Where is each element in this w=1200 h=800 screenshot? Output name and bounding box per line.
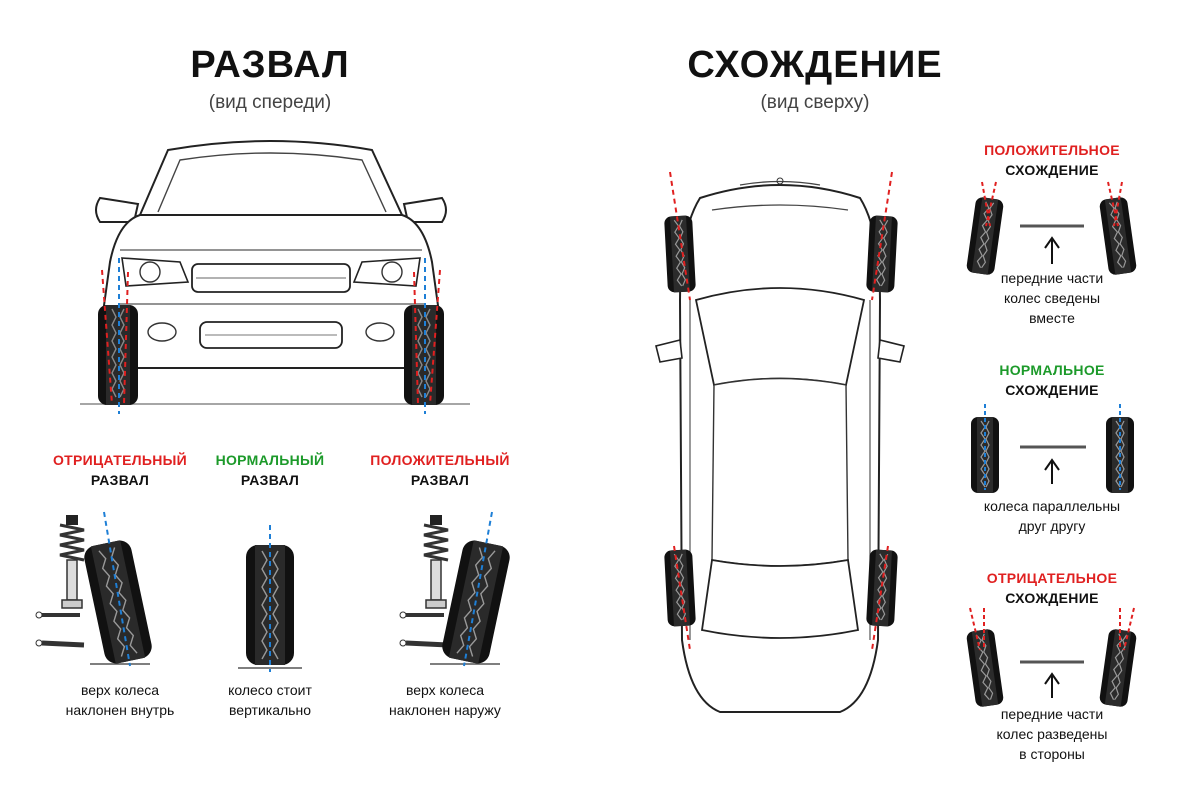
normal-toe-label-line1: НОРМАЛЬНОЕ xyxy=(999,362,1105,378)
positive-toe-label: ПОЛОЖИТЕЛЬНОЕ СХОЖДЕНИЕ xyxy=(962,140,1142,180)
normal-toe-caption-line2: друг другу xyxy=(1018,518,1086,534)
toe-title: СХОЖДЕНИЕ xyxy=(687,44,943,86)
toe-subtitle: (вид сверху) xyxy=(760,92,870,113)
car-top-view xyxy=(655,171,905,713)
negative-toe-caption-line2: колес разведены xyxy=(996,726,1108,742)
negative-toe-caption-line3: в стороны xyxy=(1019,746,1085,762)
camber-subtitle: (вид спереди) xyxy=(208,92,332,113)
negative-camber-label: ОТРИЦАТЕЛЬНЫЙ РАЗВАЛ xyxy=(20,450,220,490)
positive-camber-caption-line1: верх колеса xyxy=(405,682,485,698)
positive-toe-caption-line2: колес сведены xyxy=(1003,290,1101,306)
positive-toe-label-line2: СХОЖДЕНИЕ xyxy=(1005,162,1099,178)
negative-toe-label-line2: СХОЖДЕНИЕ xyxy=(1005,590,1099,606)
normal-camber-caption-line1: колесо стоит xyxy=(228,682,312,698)
camber-title: РАЗВАЛ xyxy=(190,44,350,86)
normal-toe-label: НОРМАЛЬНОЕ СХОЖДЕНИЕ xyxy=(962,360,1142,400)
normal-camber-label-line1: НОРМАЛЬНЫЙ xyxy=(215,452,325,468)
normal-toe-caption-line1: колеса параллельны xyxy=(983,498,1121,514)
normal-toe-caption: колеса параллельны друг другу xyxy=(952,496,1152,536)
positive-toe-caption-line1: передние части xyxy=(1000,270,1104,286)
positive-toe-figure xyxy=(965,181,1138,277)
car-front-view xyxy=(80,140,470,414)
positive-toe-caption-line3: вместе xyxy=(1029,310,1075,326)
normal-toe-figure xyxy=(970,404,1135,494)
normal-toe-label-line2: СХОЖДЕНИЕ xyxy=(1005,382,1099,398)
positive-camber-figure xyxy=(400,511,513,667)
negative-camber-caption-line2: наклонен внутрь xyxy=(65,702,175,718)
negative-camber-caption: верх колеса наклонен внутрь xyxy=(30,680,210,720)
normal-camber-label-line2: РАЗВАЛ xyxy=(240,472,300,488)
negative-camber-figure xyxy=(36,511,155,667)
positive-camber-label: ПОЛОЖИТЕЛЬНЫЙ РАЗВАЛ xyxy=(350,450,530,490)
positive-camber-caption: верх колеса наклонен наружу xyxy=(355,680,535,720)
negative-camber-label-line1: ОТРИЦАТЕЛЬНЫЙ xyxy=(52,452,188,468)
negative-toe-label: ОТРИЦАТЕЛЬНОЕ СХОЖДЕНИЕ xyxy=(962,568,1142,608)
negative-camber-caption-line1: верх колеса xyxy=(80,682,160,698)
normal-camber-caption: колесо стоит вертикально xyxy=(190,680,350,720)
positive-toe-caption: передние части колес сведены вместе xyxy=(962,268,1142,328)
negative-toe-label-line1: ОТРИЦАТЕЛЬНОЕ xyxy=(986,570,1118,586)
negative-toe-caption: передние части колес разведены в стороны xyxy=(962,704,1142,764)
positive-toe-label-line1: ПОЛОЖИТЕЛЬНОЕ xyxy=(984,142,1120,158)
positive-camber-label-line1: ПОЛОЖИТЕЛЬНЫЙ xyxy=(370,452,510,468)
negative-toe-caption-line1: передние части xyxy=(1000,706,1104,722)
normal-camber-caption-line2: вертикально xyxy=(229,702,311,718)
positive-camber-label-line2: РАЗВАЛ xyxy=(410,472,470,488)
negative-toe-figure xyxy=(965,607,1138,709)
normal-camber-label: НОРМАЛЬНЫЙ РАЗВАЛ xyxy=(180,450,360,490)
positive-camber-caption-line2: наклонен наружу xyxy=(389,702,501,718)
normal-camber-figure xyxy=(238,525,302,672)
negative-camber-label-line2: РАЗВАЛ xyxy=(90,472,150,488)
